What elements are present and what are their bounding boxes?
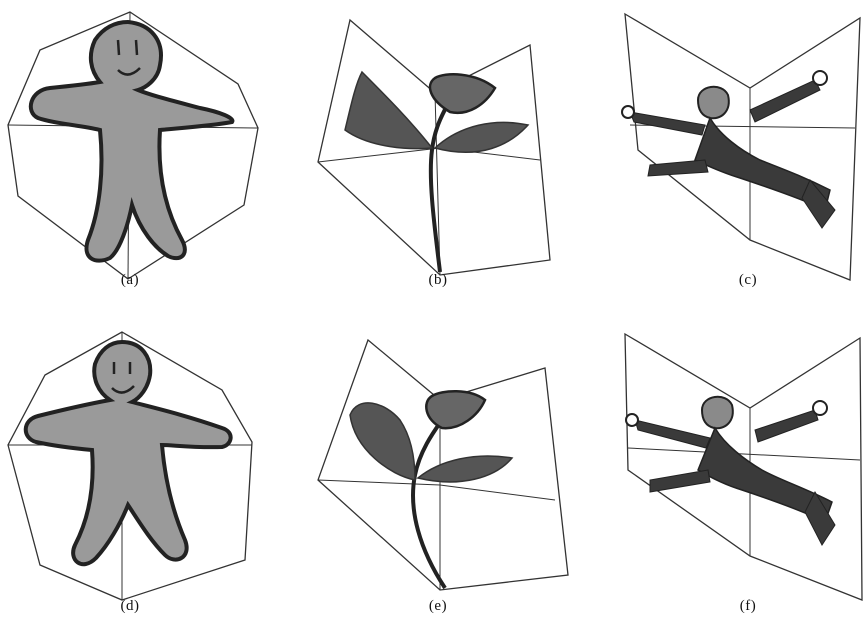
panel-f-drawing [610,320,867,620]
panel-b [300,0,590,300]
panel-e [300,320,590,620]
caption-c: (c) [718,272,778,289]
panel-d [0,320,290,620]
caption-b: (b) [408,272,468,289]
panel-b-drawing [300,0,590,300]
caption-d: (d) [100,598,160,615]
panel-e-drawing [300,320,590,620]
panel-c [610,0,867,300]
man-hair [698,87,729,119]
man-hair [702,397,733,429]
eye-left [118,40,119,55]
caption-a: (a) [100,272,160,289]
panel-f [610,320,867,620]
caption-f: (f) [718,598,778,615]
panel-c-drawing [610,0,867,300]
panel-d-drawing [0,320,290,620]
caption-e: (e) [408,598,468,615]
panel-a-drawing [0,0,290,300]
eye-right [136,40,137,55]
panel-a [0,0,290,300]
